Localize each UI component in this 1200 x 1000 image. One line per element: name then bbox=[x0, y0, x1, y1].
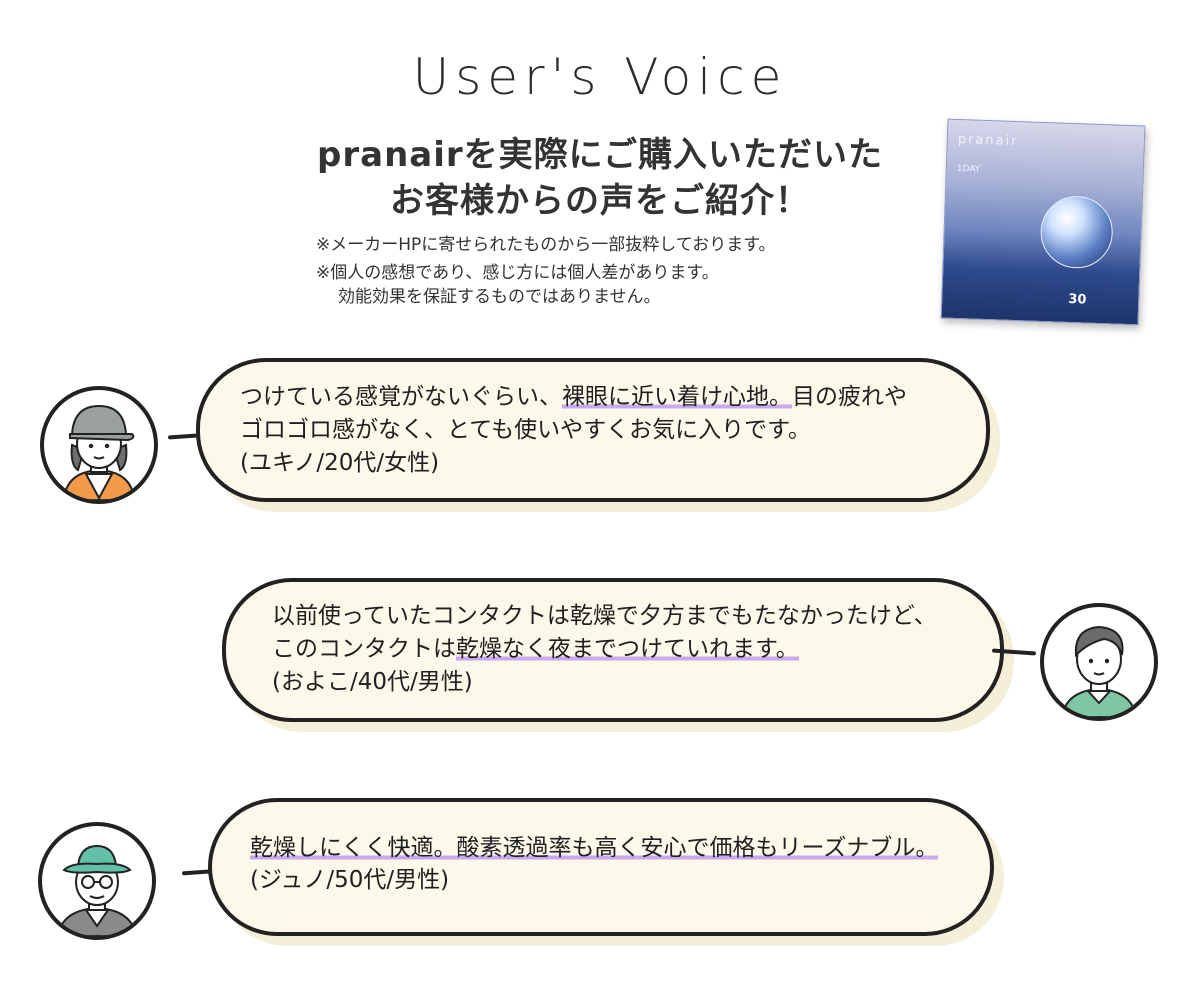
voice-2-text-a: このコンタクトは bbox=[272, 636, 456, 662]
lens-sphere-icon bbox=[1039, 194, 1114, 270]
section-title: User's Voice bbox=[412, 48, 788, 106]
man-avatar-icon bbox=[1040, 603, 1158, 721]
voice-bubble-1 bbox=[196, 358, 990, 502]
voice-bubble-3 bbox=[208, 798, 994, 936]
voice-3-highlight: 乾燥しにくく快適。酸素透過率も高く安心で価格もリーズナブル。 bbox=[250, 835, 939, 861]
voice-1-text-a: つけている感覚がないぐらい、 bbox=[240, 384, 562, 410]
voice-2-attribution: (およこ/40代/男性) bbox=[272, 669, 473, 695]
disclaimer-3: 効能効果を保証するものではありません。 bbox=[338, 287, 661, 307]
headline-line2: お客様からの声をご紹介！ bbox=[390, 181, 810, 221]
voice-2-line2: このコンタクトは乾燥なく夜までつけていれます。 bbox=[272, 633, 799, 666]
voice-1-line2: ゴロゴロ感がなく、とても使いやすくお気に入りです。 bbox=[240, 417, 811, 443]
voice-1-line1: つけている感覚がないぐらい、裸眼に近い着け心地。目の疲れや bbox=[240, 381, 907, 414]
voice-3-attribution: (ジュノ/50代/男性) bbox=[250, 867, 450, 893]
voice-1-attribution: (ユキノ/20代/女性) bbox=[240, 450, 440, 476]
voice-2-highlight: 乾燥なく夜までつけていれます。 bbox=[456, 636, 799, 662]
product-day: 1DAY bbox=[956, 163, 981, 175]
product-image: pranair 1DAY 30 bbox=[940, 118, 1146, 326]
woman-cap-avatar-icon bbox=[40, 386, 158, 504]
headline-line1: pranairを実際にご購入いただいた bbox=[317, 135, 883, 175]
headline: pranairを実際にご購入いただいた お客様からの声をご紹介！ bbox=[250, 132, 950, 224]
disclaimer-1: ※メーカーHPに寄せられたものから一部抜粋しております。 bbox=[316, 235, 776, 255]
voice-2-line1: 以前使っていたコンタクトは乾燥で夕方までもたなかったけど、 bbox=[272, 603, 937, 629]
voice-3-line1: 乾燥しにくく快適。酸素透過率も高く安心で価格もリーズナブル。 bbox=[250, 832, 939, 865]
man-hat-glasses-avatar-icon bbox=[38, 822, 156, 940]
product-count: 30 bbox=[1068, 291, 1087, 308]
voice-1-highlight: 裸眼に近い着け心地。 bbox=[562, 384, 792, 410]
voice-1-text-c: 目の疲れや bbox=[792, 384, 907, 410]
product-brand: pranair bbox=[957, 131, 1019, 150]
disclaimer-2: ※個人の感想であり、感じ方には個人差があります。 bbox=[316, 263, 719, 283]
